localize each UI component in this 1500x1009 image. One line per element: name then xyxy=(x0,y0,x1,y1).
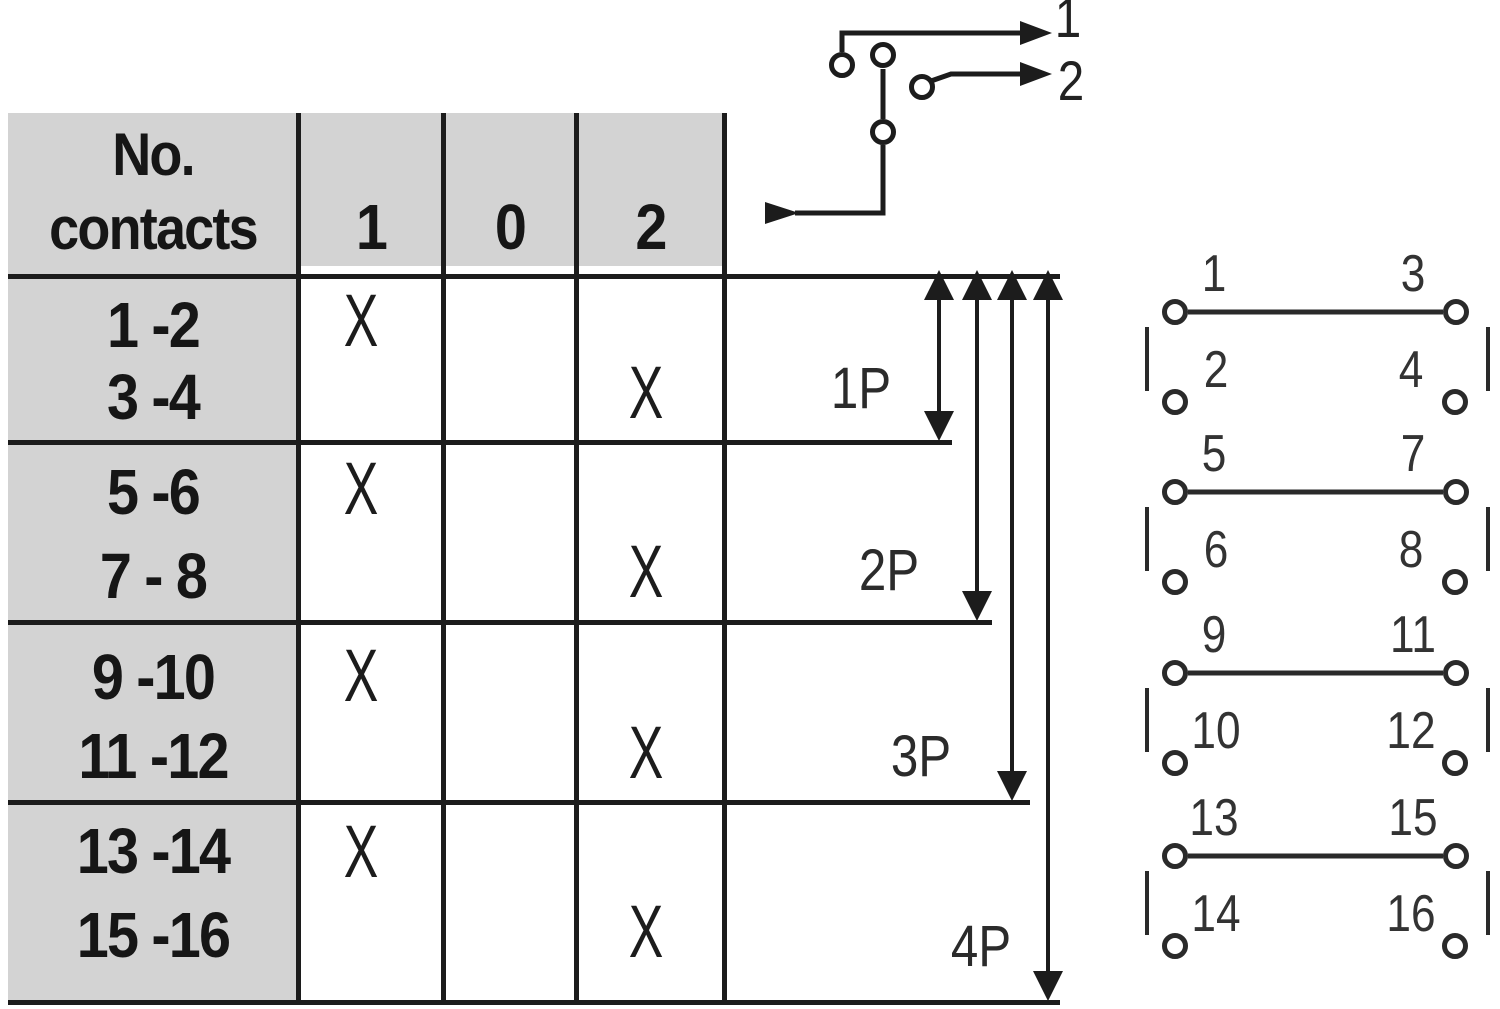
row-label: 9 -10 xyxy=(91,641,216,713)
pole-arrow-2p xyxy=(962,270,992,621)
row-label: 5 -6 xyxy=(106,456,201,528)
header-position-0: 0 xyxy=(494,191,527,263)
terminal-number-14: 14 xyxy=(1191,885,1241,943)
pole-arrow-1p xyxy=(924,270,954,441)
terminal-number-5: 5 xyxy=(1201,425,1227,483)
terminal-number-3: 3 xyxy=(1400,245,1426,303)
pole-label-1p: 1P xyxy=(830,355,892,421)
terminal-number-15: 15 xyxy=(1388,789,1438,847)
column-divider xyxy=(574,113,579,1005)
terminal-number-4: 4 xyxy=(1398,341,1424,399)
common-feed-arrow-icon xyxy=(765,202,799,224)
terminal-number-1: 1 xyxy=(1201,245,1227,303)
row-label: 1 -2 xyxy=(106,289,201,361)
contact-closed-mark: X xyxy=(343,278,379,362)
row-label: 3 -4 xyxy=(106,361,201,433)
terminal-number-7: 7 xyxy=(1400,425,1426,483)
schematic-position-2-label: 2 xyxy=(1057,48,1085,112)
header-cell-pos1-background xyxy=(300,113,442,266)
column-divider xyxy=(722,113,727,1005)
header-position-1: 1 xyxy=(355,191,388,263)
table-bottom-line xyxy=(8,1000,1060,1005)
pole-arrow-3p xyxy=(997,270,1027,801)
header-contacts-label: contacts xyxy=(49,194,258,262)
header-separator-line xyxy=(8,274,1060,279)
contact-closed-mark: X xyxy=(628,529,664,613)
fixed-contact-node-pos1 xyxy=(829,52,855,78)
contacts-column-background xyxy=(8,113,300,1005)
moving-contact-node xyxy=(870,42,896,68)
header-position-2: 2 xyxy=(635,191,667,263)
terminal-number-8: 8 xyxy=(1398,521,1424,579)
header-cell-pos2-background xyxy=(578,113,723,266)
contact-closed-mark: X xyxy=(628,889,664,973)
header-cell-pos0-background xyxy=(445,113,575,266)
moving-contact-node xyxy=(870,119,896,145)
group1-separator-line xyxy=(8,440,952,445)
terminal-number-12: 12 xyxy=(1386,702,1436,760)
terminal-number-9: 9 xyxy=(1201,606,1227,664)
row-label: 7 - 8 xyxy=(99,540,208,612)
pole-arrow-4p xyxy=(1033,270,1063,1001)
header-no-label: No. xyxy=(112,120,195,188)
column-divider xyxy=(296,113,301,1005)
terminal-number-6: 6 xyxy=(1203,521,1229,579)
terminal-number-11: 11 xyxy=(1390,606,1436,664)
group2-separator-line xyxy=(8,620,992,625)
contact-closed-mark: X xyxy=(343,633,379,717)
selector-switch-schematic xyxy=(765,21,1052,224)
pole-label-3p: 3P xyxy=(890,723,952,789)
contact-closed-mark: X xyxy=(343,809,379,893)
terminal-number-2: 2 xyxy=(1203,341,1229,399)
terminal-number-10: 10 xyxy=(1191,702,1241,760)
schematic-position-1-label: 1 xyxy=(1054,0,1082,49)
group3-separator-line xyxy=(8,800,1030,805)
terminal-number-16: 16 xyxy=(1386,885,1436,943)
terminal-number-13: 13 xyxy=(1189,789,1239,847)
pole-label-2p: 2P xyxy=(858,537,920,603)
row-label: 15 -16 xyxy=(76,899,231,971)
column-divider xyxy=(441,113,446,1005)
fixed-contact-node-pos2 xyxy=(909,74,935,100)
pole-label-4p: 4P xyxy=(950,913,1012,979)
pole-span-arrows xyxy=(924,270,1063,1001)
row-label: 11 -12 xyxy=(78,720,229,792)
contact-closed-mark: X xyxy=(343,446,379,530)
row-label: 13 -14 xyxy=(76,815,231,887)
contact-closed-mark: X xyxy=(628,710,664,794)
contact-closed-mark: X xyxy=(628,350,664,434)
